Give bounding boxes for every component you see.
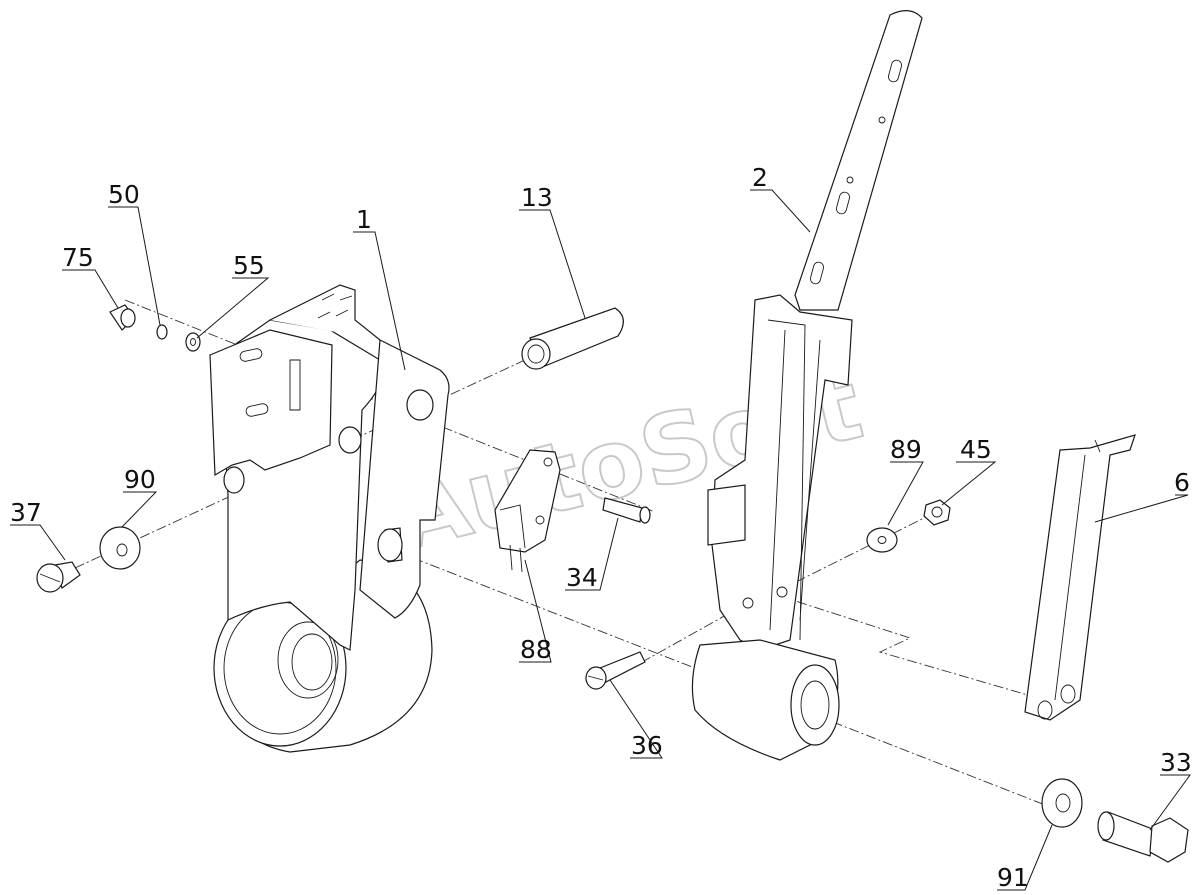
callout-90: 90 <box>124 465 156 494</box>
leader-lines <box>10 189 1191 891</box>
callout-75: 75 <box>62 243 94 272</box>
part-37-screw[interactable] <box>36 561 81 593</box>
callout-36: 36 <box>631 731 663 760</box>
callout-88: 88 <box>520 635 552 664</box>
callout-37: 37 <box>10 498 42 527</box>
part-1-bracket[interactable] <box>209 284 450 753</box>
part-90-washer[interactable] <box>99 526 141 570</box>
callout-89: 89 <box>890 435 922 464</box>
part-33-bolt[interactable] <box>1097 811 1189 863</box>
part-34-pin[interactable] <box>602 497 651 524</box>
callout-labels: 1 2 6 13 33 34 36 37 45 50 55 75 88 89 9… <box>10 163 1192 892</box>
part-55-washer[interactable] <box>185 332 201 352</box>
callout-6: 6 <box>1174 468 1190 497</box>
part-75-cap-nut[interactable] <box>109 304 136 331</box>
part-2-carriage[interactable] <box>691 294 853 761</box>
callout-45: 45 <box>960 435 992 464</box>
part-91-washer[interactable] <box>1041 778 1083 828</box>
callout-55: 55 <box>233 251 265 280</box>
part-45-nut[interactable] <box>923 499 951 526</box>
callout-13: 13 <box>521 183 553 212</box>
part-6-plate[interactable] <box>1024 434 1136 721</box>
callout-2: 2 <box>752 163 768 192</box>
part-36-pin[interactable] <box>585 651 646 690</box>
part-2-arm[interactable] <box>794 10 923 311</box>
callout-33: 33 <box>1160 748 1192 777</box>
part-13-tube[interactable] <box>521 307 624 370</box>
callout-1: 1 <box>356 205 372 234</box>
part-88-switch[interactable] <box>494 449 561 573</box>
part-89-washer[interactable] <box>866 527 898 553</box>
part-50-spring-washer[interactable] <box>156 324 168 340</box>
callout-34: 34 <box>566 563 598 592</box>
callout-50: 50 <box>108 180 140 209</box>
callout-91: 91 <box>997 863 1029 892</box>
